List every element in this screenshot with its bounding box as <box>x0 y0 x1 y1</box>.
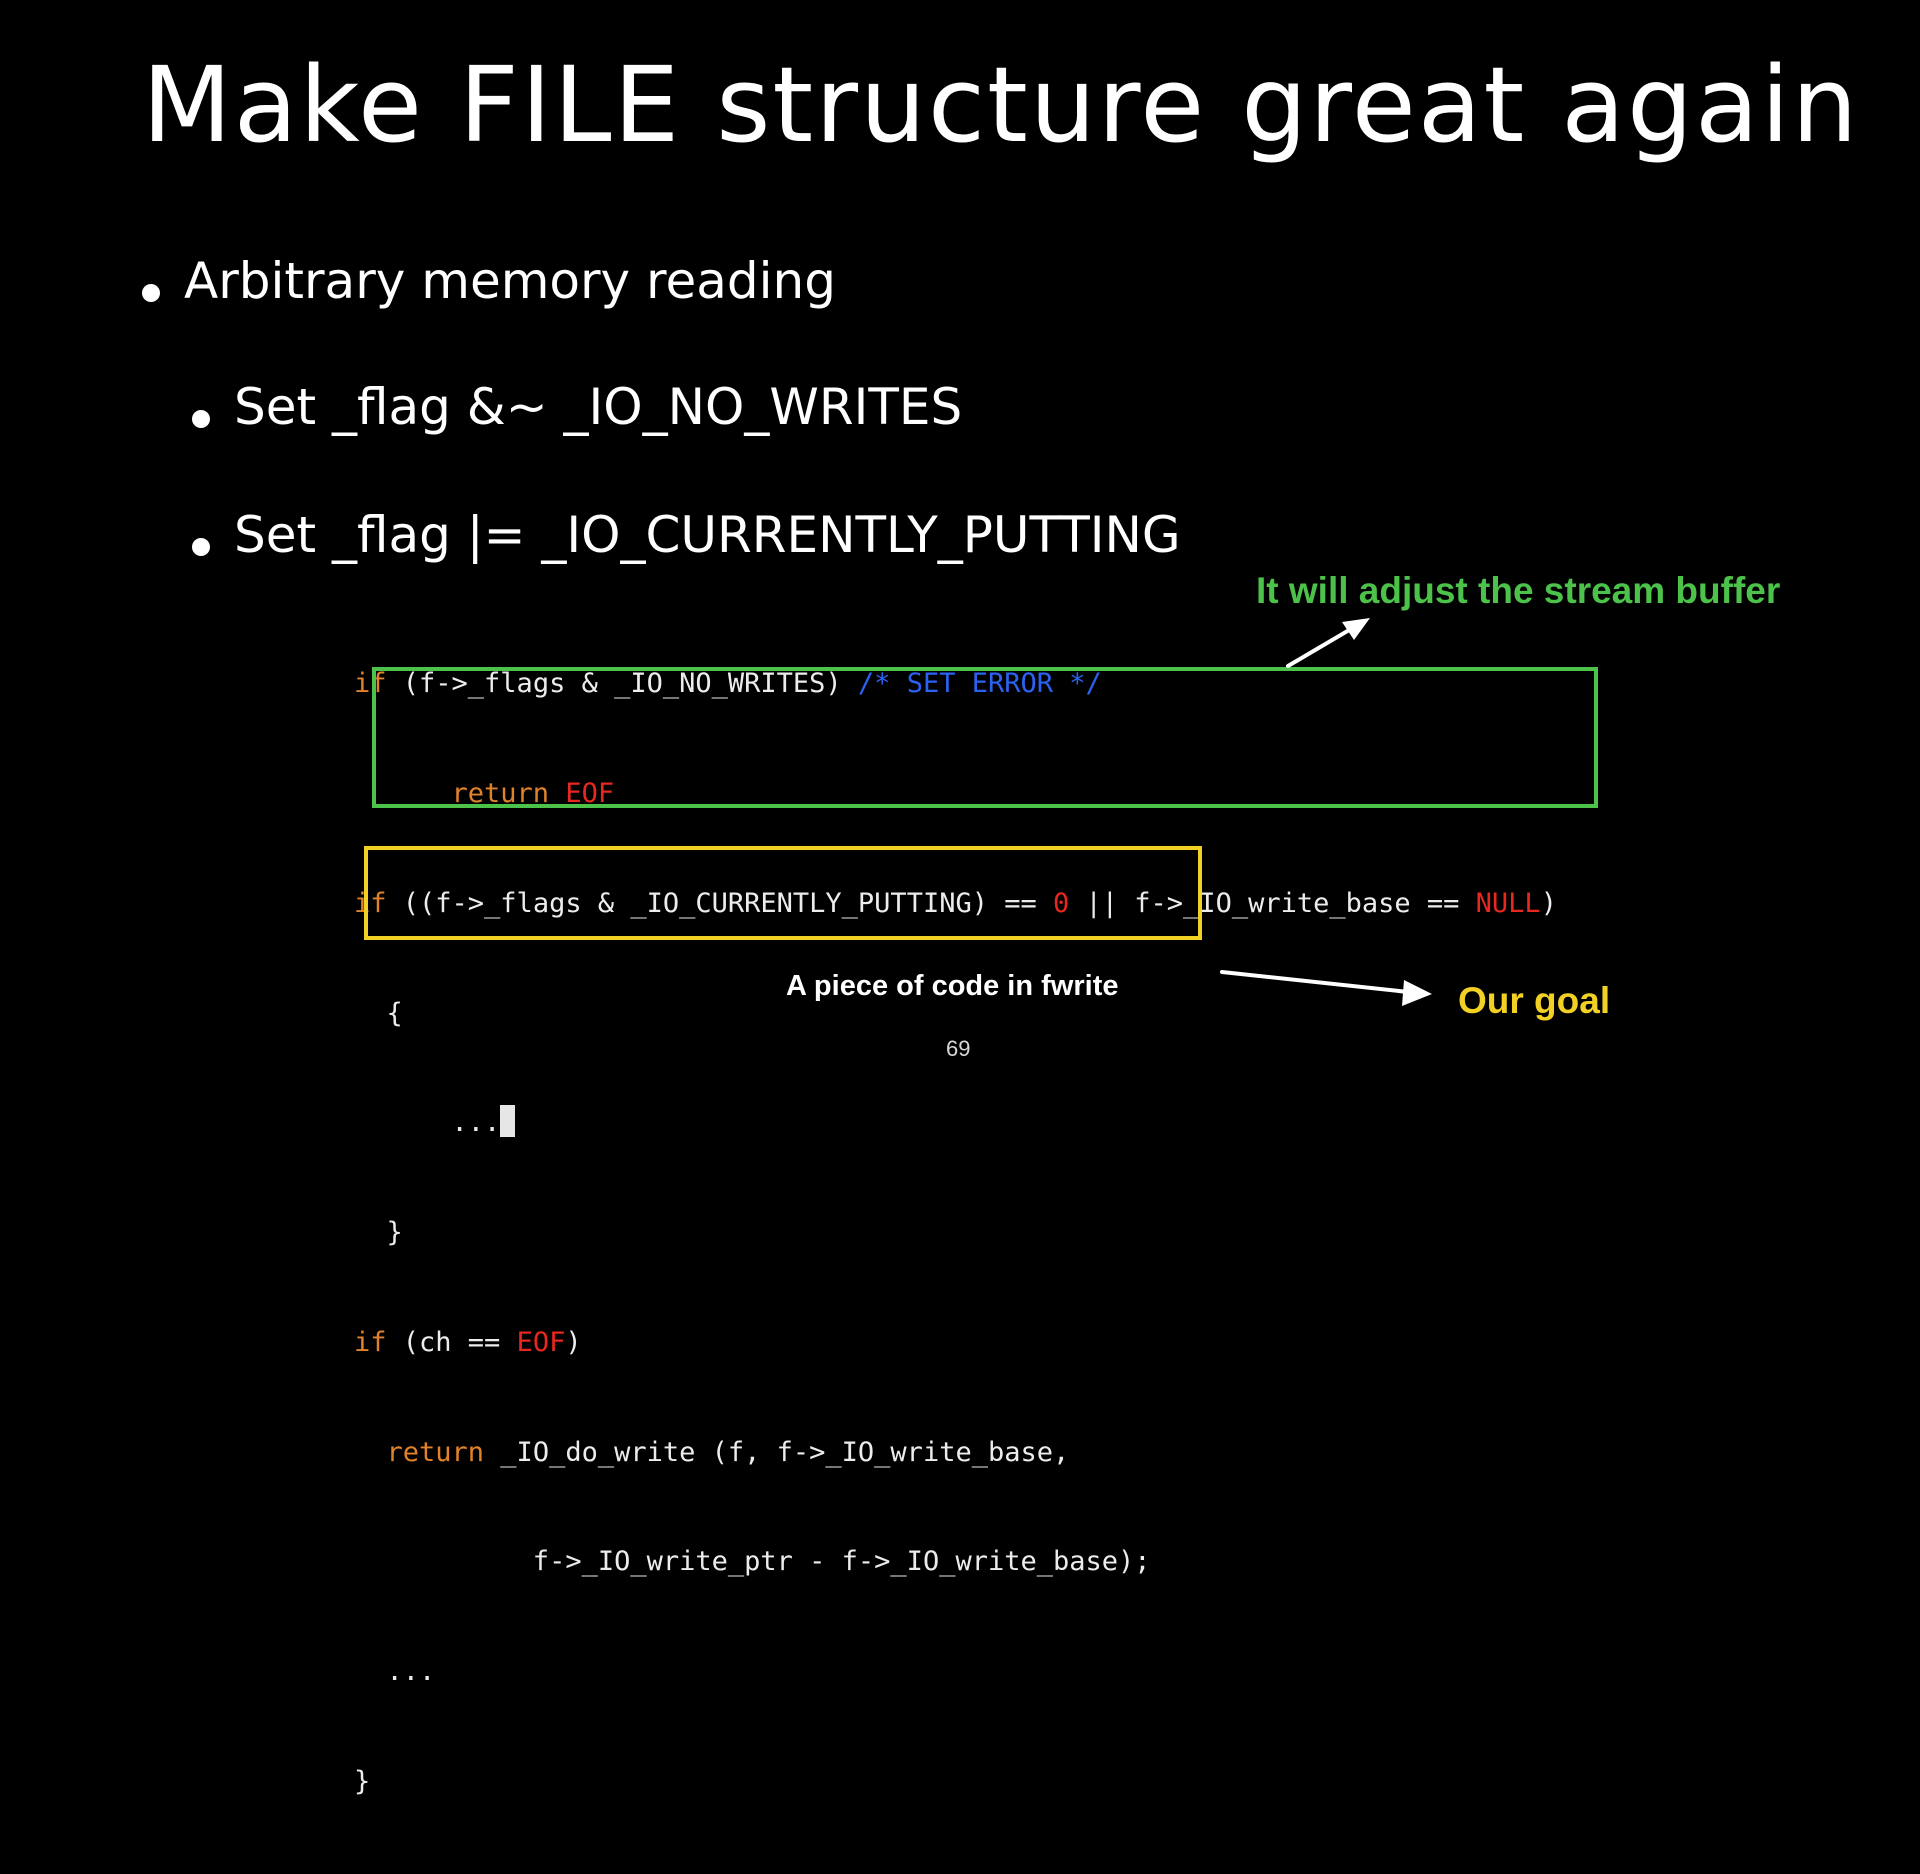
code-literal: EOF <box>516 1326 566 1358</box>
code-line: } <box>354 1215 1557 1252</box>
page-number: 69 <box>946 1036 971 1061</box>
code-line: if (ch == EOF) <box>354 1325 1557 1362</box>
code-line: ... <box>354 1654 1557 1691</box>
slide-title: Make FILE structure great again <box>142 44 1860 166</box>
code-line: return _IO_do_write (f, f->_IO_write_bas… <box>354 1435 1557 1472</box>
highlight-box-yellow <box>364 846 1202 940</box>
code-text: ... <box>354 1656 436 1688</box>
slide: Make FILE structure great again Arbitrar… <box>142 44 1860 1797</box>
code-line: } <box>354 1764 1557 1801</box>
text-cursor-icon <box>500 1105 516 1138</box>
code-literal: EOF <box>549 777 615 809</box>
arrow-to-buffer-icon <box>1286 618 1370 668</box>
bullet-text: Arbitrary memory reading <box>184 252 836 310</box>
code-text: _IO_do_write (f, f->_IO_write_base, <box>484 1436 1070 1468</box>
bullet-set-flag-no-writes: Set _flag &~ _IO_NO_WRITES <box>192 382 962 432</box>
code-literal: NULL <box>1475 887 1541 919</box>
code-text: || f->_IO_write_base == <box>1069 887 1476 919</box>
bullet-text: Set _flag |= _IO_CURRENTLY_PUTTING <box>234 506 1181 564</box>
bullet-dot-icon <box>142 283 160 302</box>
bullet-dot-icon <box>192 537 210 556</box>
code-keyword: if <box>354 668 387 700</box>
code-text: ) <box>565 1326 582 1358</box>
bullet-dot-icon <box>192 409 210 428</box>
bullet-set-flag-currently-putting: Set _flag |= _IO_CURRENTLY_PUTTING <box>192 510 1181 560</box>
code-text: ... <box>354 1107 501 1139</box>
annotation-code-caption: A piece of code in fwrite <box>786 970 1119 1002</box>
code-text: f->_IO_write_ptr - f->_IO_write_base); <box>354 1546 1151 1578</box>
annotation-goal: Our goal <box>1458 980 1611 1021</box>
annotation-adjust-buffer: It will adjust the stream buffer <box>1256 570 1781 611</box>
code-text: ((f->_flags & _IO_CURRENTLY_PUTTING) == <box>386 887 1053 919</box>
code-text: ) <box>1540 887 1557 919</box>
code-literal: 0 <box>1053 887 1070 919</box>
bullet-text: Set _flag &~ _IO_NO_WRITES <box>234 378 963 436</box>
code-line: { <box>354 996 1557 1033</box>
code-keyword: if <box>354 1326 387 1358</box>
code-text: } <box>354 1766 371 1797</box>
code-keyword: return <box>354 777 550 809</box>
code-keyword: if <box>354 887 387 919</box>
code-line: f->_IO_write_ptr - f->_IO_write_base); <box>354 1544 1557 1581</box>
bullet-arbitrary-memory-reading: Arbitrary memory reading <box>142 256 836 306</box>
highlight-box-green <box>372 667 1598 808</box>
code-line: ... <box>354 1105 1557 1142</box>
code-text: (ch == <box>386 1326 517 1358</box>
code-text: } <box>354 1217 403 1249</box>
code-line: if (f->_flags & _IO_NO_WRITES) /* SET ER… <box>354 666 1557 703</box>
code-text: { <box>354 997 403 1029</box>
code-text: (f->_flags & _IO_NO_WRITES) <box>386 668 858 700</box>
annotation-arrows <box>1220 618 1432 1006</box>
code-keyword: return <box>354 1436 485 1468</box>
code-comment: /* SET ERROR */ <box>857 668 1102 700</box>
code-line: if ((f->_flags & _IO_CURRENTLY_PUTTING) … <box>354 886 1557 923</box>
arrow-to-goal-icon <box>1220 970 1432 1006</box>
code-line: return EOF <box>354 776 1557 813</box>
